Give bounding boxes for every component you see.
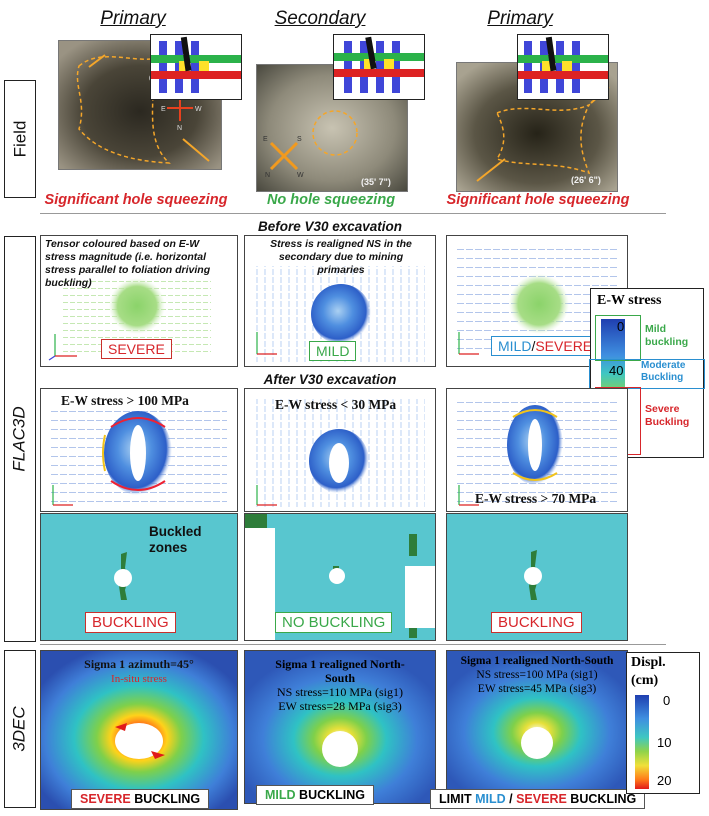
dec-right-line2: NS stress=100 MPa (sig1) [476, 669, 598, 681]
inset-model-left [150, 34, 242, 100]
legend-severe-label: Severe Buckling [645, 403, 690, 428]
legend-box-mild [595, 315, 641, 361]
dec-severe-word-right: SEVERE [516, 792, 567, 806]
field-caption-primary-right: Significant hole squeezing [446, 192, 630, 208]
dec-buckling-word-right: BUCKLING [566, 792, 637, 806]
flac-note-tensor: Tensor coloured based on E-W stress magn… [45, 238, 211, 289]
dec-buckling-label-middle: MILD BUCKLING [256, 785, 375, 805]
before-excavation-label: Before V30 excavation [257, 219, 403, 234]
flac-stress-left: E-W stress > 100 MPa [61, 393, 189, 408]
flac-rating-mild: MILD [309, 341, 357, 361]
legend-displacement: Displ. (cm) 0 10 20 [626, 652, 700, 794]
flac-rating-severe: SEVERE [101, 339, 172, 359]
legend-box-moderate [589, 359, 705, 389]
dec-mild-word: MILD [265, 788, 296, 802]
dec-middle-line2: South [324, 671, 356, 685]
buckling-label-middle: NO BUCKLING [275, 612, 393, 633]
inset-model-right [517, 34, 609, 100]
dec-buckling-word-middle: BUCKLING [295, 788, 366, 802]
flac-after-panel-right: E-W stress > 70 MPa [446, 388, 628, 512]
svg-text:W: W [195, 106, 202, 113]
legend-disp-tick-0: 0 [663, 693, 671, 708]
separator-field-flac [40, 213, 666, 214]
svg-text:W: W [297, 172, 304, 179]
buckling-panel-middle: NO BUCKLING [244, 513, 436, 641]
dec-panel-left: Sigma 1 azimuth=45° In-situ stress SEVER… [40, 650, 238, 810]
buckling-panel-right: BUCKLING [446, 513, 628, 641]
flac-rating-mild-severe: MILD/SEVERE [491, 336, 600, 356]
column-heading-secondary: Secondary [274, 8, 366, 29]
legend-disp-unit: (cm) [631, 673, 659, 688]
dec-middle-line3: NS stress=110 MPa (sig1) [277, 685, 403, 699]
dec-right-line3: EW stress=45 MPa (sig3) [477, 683, 597, 695]
row-label-field: Field [4, 80, 36, 198]
dec-left-insitu: In-situ stress [111, 673, 167, 685]
flac-note-realigned: Stress is realigned NS in the secondary … [270, 238, 412, 276]
separator-flac-dec [40, 644, 666, 645]
dec-right-line1: Sigma 1 realigned North-South [460, 655, 614, 667]
flac-before-panel-left: Tensor coloured based on E-W stress magn… [40, 235, 238, 367]
field-caption-primary-left: Significant hole squeezing [44, 192, 228, 208]
buckling-panel-left: Buckled zones BUCKLING [40, 513, 238, 641]
dec-buckling-word: BUCKLING [130, 792, 201, 806]
svg-text:N: N [177, 125, 182, 132]
dec-severe-word: SEVERE [80, 792, 131, 806]
legend-ew-title: E-W stress [597, 293, 662, 308]
dec-panel-middle: Sigma 1 realigned North- South NS stress… [244, 650, 436, 804]
legend-mild-label: Mild buckling [645, 323, 689, 348]
dec-mild-word-right: MILD [475, 792, 506, 806]
column-heading-primary-left: Primary [100, 8, 166, 29]
buckling-label-left: BUCKLING [85, 612, 176, 633]
flac-after-panel-left: E-W stress > 100 MPa [40, 388, 238, 512]
buckled-zones-label: Buckled zones [149, 524, 202, 555]
compass-icon [269, 141, 299, 171]
flac-before-panel-middle: Stress is realigned NS in the secondary … [244, 235, 436, 367]
dec-panel-right: Sigma 1 realigned North-South NS stress=… [446, 650, 628, 792]
legend-ew-tick-40: 40 [609, 363, 624, 378]
dec-sep-word: / [505, 792, 517, 806]
column-heading-primary-right: Primary [487, 8, 553, 29]
field-depth-primary-right: (26' 6") [571, 175, 601, 185]
inset-model-middle [333, 34, 425, 100]
flac-stress-middle: E-W stress < 30 MPa [275, 397, 397, 412]
dec-middle-line4: EW stress=28 MPa (sig3) [278, 699, 402, 713]
dec-middle-line1: Sigma 1 realigned North- [275, 657, 405, 671]
dec-left-azimuth: Sigma 1 azimuth=45° [84, 657, 194, 671]
legend-disp-tick-10: 10 [657, 735, 672, 750]
after-excavation-label: After V30 excavation [263, 372, 397, 387]
field-depth-secondary: (35' 7") [361, 177, 391, 187]
svg-text:E: E [161, 106, 166, 113]
row-label-flac3d: FLAC3D [4, 236, 36, 642]
dec-buckling-label-right: LIMIT MILD / SEVERE BUCKLING [430, 789, 646, 809]
buckling-label-right: BUCKLING [491, 612, 582, 633]
svg-text:E: E [263, 136, 268, 143]
flac-stress-right: E-W stress > 70 MPa [475, 491, 597, 506]
flac-after-panel-middle: E-W stress < 30 MPa [244, 388, 436, 512]
field-caption-secondary: No hole squeezing [266, 192, 396, 208]
dec-limit-word: LIMIT [439, 792, 476, 806]
rating-mild-part: MILD [498, 338, 532, 354]
row-label-3dec: 3DEC [4, 650, 36, 808]
legend-disp-title: Displ. [631, 655, 666, 670]
legend-ew-tick-0: 0 [617, 319, 625, 334]
legend-moderate-label: Moderate Buckling [641, 360, 686, 383]
legend-disp-tick-20: 20 [657, 773, 672, 788]
rating-sep: / [531, 338, 536, 354]
svg-text:S: S [297, 136, 302, 143]
svg-text:N: N [265, 172, 270, 179]
rating-severe-part: SEVERE [535, 338, 593, 354]
dec-buckling-label-left: SEVERE BUCKLING [71, 789, 210, 809]
